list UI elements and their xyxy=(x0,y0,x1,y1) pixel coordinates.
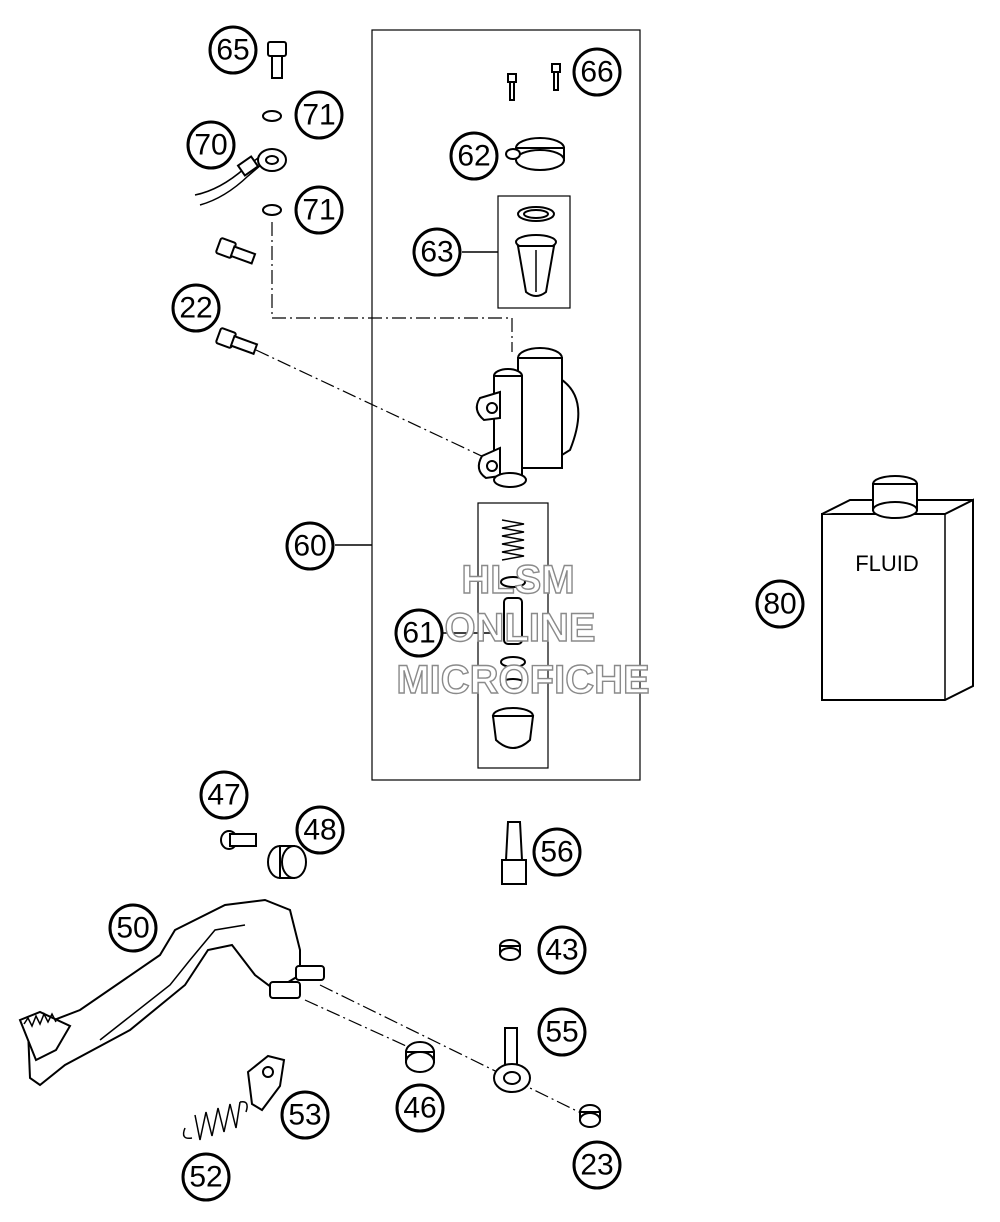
nut-23 xyxy=(579,1104,601,1128)
callout-circle xyxy=(572,1140,622,1190)
callout-circle xyxy=(294,90,344,140)
callout-number: 46 xyxy=(403,1092,436,1125)
callout-number: 48 xyxy=(303,814,336,847)
callout-circle xyxy=(537,925,587,975)
callout-number: 61 xyxy=(402,617,435,650)
callout-layer: 65 66 71 70 62 71 63 22 60 61 80 47 48 56 50 43 55 53 46 52… xyxy=(108,25,805,1202)
callout-53: 53 xyxy=(280,1090,330,1140)
piston-kit-box xyxy=(477,502,549,769)
fluid-bottle-80 xyxy=(821,475,974,701)
reservoir-cap-62 xyxy=(505,137,565,171)
spring-plate-hole xyxy=(262,1066,274,1078)
callout-number: 60 xyxy=(293,530,326,563)
callout-number: 56 xyxy=(540,836,573,869)
screws-66 xyxy=(507,63,561,101)
callout-47: 47 xyxy=(199,770,249,820)
seal-kit-63 xyxy=(515,206,557,297)
callout-60: 60 xyxy=(285,521,335,571)
watermark-line2: ONLINE xyxy=(444,606,595,650)
callout-circle xyxy=(295,805,345,855)
callout-62: 62 xyxy=(449,131,499,181)
callout-number: 70 xyxy=(194,129,227,162)
callout-52: 52 xyxy=(181,1152,231,1202)
washer-71-top xyxy=(262,110,282,122)
callout-circle xyxy=(532,827,582,877)
piston-kit-61 xyxy=(491,519,535,749)
nut-43 xyxy=(499,939,521,961)
callout-43: 43 xyxy=(537,925,587,975)
callout-22: 22 xyxy=(171,283,221,333)
master-cylinder-body xyxy=(475,347,580,488)
dash-line-pushrod xyxy=(319,984,586,1116)
dash-line-banjo xyxy=(271,222,513,352)
callout-circle xyxy=(208,25,258,75)
callout-46: 46 xyxy=(395,1083,445,1133)
callout-50: 50 xyxy=(108,903,158,953)
brake-pedal-50 xyxy=(18,898,325,1087)
washer-71-bottom xyxy=(262,204,282,216)
callout-circle xyxy=(108,903,158,953)
callout-80: 80 xyxy=(755,579,805,629)
callout-circle xyxy=(537,1007,587,1057)
callout-55: 55 xyxy=(537,1007,587,1057)
dash-line-bolt-22 xyxy=(255,349,491,461)
fluid-label: FLUID xyxy=(855,551,919,576)
callout-number: 71 xyxy=(302,194,335,227)
pin-47 xyxy=(220,830,257,850)
callout-number: 55 xyxy=(545,1016,578,1049)
brake-hose-70 xyxy=(194,148,287,206)
callout-number: 63 xyxy=(420,236,453,269)
callout-number: 52 xyxy=(189,1161,222,1194)
bushing-48 xyxy=(267,845,307,879)
dash-line-bolt-46 xyxy=(304,999,416,1051)
callout-number: 50 xyxy=(116,912,149,945)
callout-circle xyxy=(186,120,236,170)
spring-plate-53 xyxy=(246,1054,286,1112)
watermark-line1: HLSM xyxy=(461,558,574,602)
callout-number: 22 xyxy=(179,292,212,325)
callout-63: 63 xyxy=(412,227,462,277)
callout-23: 23 xyxy=(572,1140,622,1190)
bolt-65 xyxy=(267,41,287,79)
callout-circle xyxy=(755,579,805,629)
callout-number: 80 xyxy=(763,588,796,621)
callout-65: 65 xyxy=(208,25,258,75)
callout-circle xyxy=(572,47,622,97)
callout-number: 23 xyxy=(580,1149,613,1182)
callout-71: 71 xyxy=(294,185,344,235)
spring-52 xyxy=(182,1100,248,1141)
callout-48: 48 xyxy=(295,805,345,855)
callout-number: 66 xyxy=(580,56,613,89)
callout-circle xyxy=(294,185,344,235)
nut-46 xyxy=(405,1041,435,1073)
callout-number: 65 xyxy=(216,34,249,67)
callout-circle xyxy=(395,1083,445,1133)
callout-70: 70 xyxy=(186,120,236,170)
callout-number: 47 xyxy=(207,779,240,812)
callout-circle xyxy=(280,1090,330,1140)
callout-circle xyxy=(449,131,499,181)
callout-66: 66 xyxy=(572,47,622,97)
callout-number: 53 xyxy=(288,1099,321,1132)
callout-number: 62 xyxy=(457,140,490,173)
callout-circle xyxy=(181,1152,231,1202)
callout-circle xyxy=(394,608,444,658)
watermark-line3: MICROFICHE xyxy=(396,658,649,702)
callout-61: 61 xyxy=(394,608,444,658)
callout-circle xyxy=(412,227,462,277)
callout-71: 71 xyxy=(294,90,344,140)
callout-circle xyxy=(199,770,249,820)
callout-number: 43 xyxy=(545,934,578,967)
bolts-22 xyxy=(215,237,259,356)
callout-56: 56 xyxy=(532,827,582,877)
callout-number: 71 xyxy=(302,99,335,132)
callout-circle xyxy=(171,283,221,333)
bleeder-56 xyxy=(501,821,527,885)
clevis-55 xyxy=(493,1027,531,1093)
callout-circle xyxy=(285,521,335,571)
